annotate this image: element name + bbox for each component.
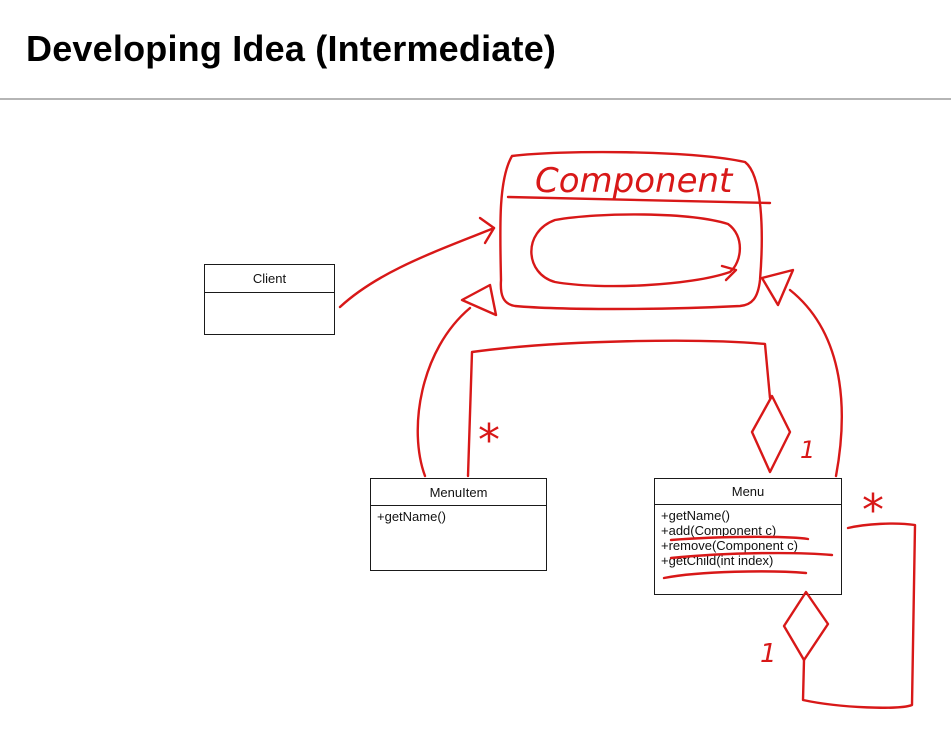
multiplicity-many-right: * bbox=[862, 485, 884, 536]
menuitem-operations: +getName() bbox=[371, 506, 546, 524]
menu-op-getchild: +getChild(int index) bbox=[661, 553, 774, 568]
menu-op-getname: +getName() bbox=[661, 508, 730, 523]
menu-op-remove: +remove(Component c) bbox=[661, 538, 798, 553]
component-operations-arrow bbox=[720, 264, 738, 282]
multiplicity-many-left: * bbox=[478, 415, 500, 466]
aggregation-line bbox=[466, 339, 772, 478]
menuitem-class-box: MenuItem +getName() bbox=[370, 478, 547, 571]
client-operations bbox=[205, 293, 334, 296]
component-operations-scribble bbox=[530, 213, 742, 288]
menu-class-name: Menu bbox=[655, 479, 841, 505]
menu-op-add: +add(Component c) bbox=[661, 523, 777, 538]
aggregation-diamond-top bbox=[750, 394, 792, 474]
menu-generalization-triangle bbox=[760, 268, 795, 307]
title-divider bbox=[0, 98, 951, 100]
menuitem-generalization-line bbox=[416, 306, 472, 478]
menuitem-generalization-triangle bbox=[460, 283, 498, 317]
association-arrowhead bbox=[478, 216, 496, 245]
menuitem-op-getname: +getName() bbox=[377, 509, 446, 524]
multiplicity-one-bottom: 1 bbox=[760, 639, 777, 669]
multiplicity-one-top: 1 bbox=[800, 436, 815, 464]
menu-operations: +getName() +add(Component c) +remove(Com… bbox=[655, 505, 841, 568]
self-aggregation-diamond bbox=[782, 590, 830, 662]
component-class-outline bbox=[499, 150, 763, 311]
client-to-component-association bbox=[338, 226, 496, 309]
component-name-divider bbox=[506, 195, 772, 205]
client-class-box: Client bbox=[204, 264, 335, 335]
menu-generalization-line bbox=[788, 288, 843, 478]
client-class-name: Client bbox=[205, 265, 334, 293]
slide-title: Developing Idea (Intermediate) bbox=[26, 28, 557, 69]
component-class-label: Component bbox=[535, 161, 734, 201]
menuitem-class-name: MenuItem bbox=[371, 479, 546, 506]
menu-class-box: Menu +getName() +add(Component c) +remov… bbox=[654, 478, 842, 595]
